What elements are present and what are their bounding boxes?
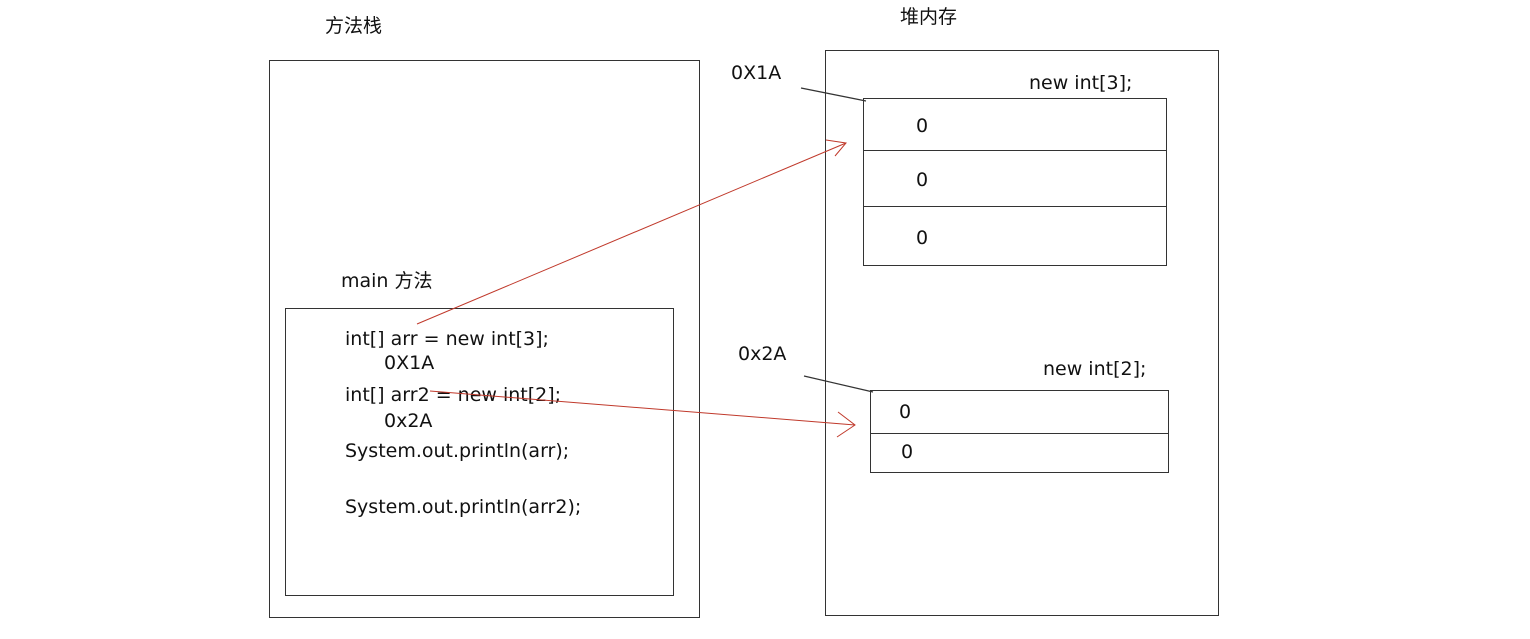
array2-address: 0x2A bbox=[738, 343, 787, 365]
arr2-address-value: 0x2A bbox=[384, 410, 433, 432]
main-method-title: main 方法 bbox=[341, 270, 433, 292]
array2-cell: 0 bbox=[871, 434, 1168, 472]
array2-label: new int[2]; bbox=[1043, 358, 1147, 380]
array1-cell-value: 0 bbox=[916, 227, 929, 249]
heap-box bbox=[825, 50, 1219, 616]
code-line-println-arr2: System.out.println(arr2); bbox=[345, 496, 582, 518]
array1-cell: 0 bbox=[864, 99, 1166, 151]
code-line-arr-declaration: int[] arr = new int[3]; bbox=[345, 328, 549, 350]
array2-block: 0 0 bbox=[870, 390, 1169, 473]
array1-cell: 0 bbox=[864, 151, 1166, 207]
method-stack-box bbox=[269, 60, 700, 618]
array1-address: 0X1A bbox=[731, 62, 782, 84]
array1-cell: 0 bbox=[864, 207, 1166, 265]
arr-address-value: 0X1A bbox=[384, 352, 435, 374]
array2-cell-value: 0 bbox=[901, 441, 914, 463]
array2-cell: 0 bbox=[871, 391, 1168, 434]
heap-title: 堆内存 bbox=[900, 6, 958, 28]
stack-title: 方法栈 bbox=[325, 15, 383, 37]
array1-cell-value: 0 bbox=[916, 169, 929, 191]
array1-label: new int[3]; bbox=[1029, 72, 1133, 94]
array2-cell-value: 0 bbox=[899, 401, 912, 423]
code-line-println-arr: System.out.println(arr); bbox=[345, 440, 570, 462]
code-line-arr2-declaration: int[] arr2 = new int[2]; bbox=[345, 384, 562, 406]
array1-block: 0 0 0 bbox=[863, 98, 1167, 266]
array1-cell-value: 0 bbox=[916, 115, 929, 137]
